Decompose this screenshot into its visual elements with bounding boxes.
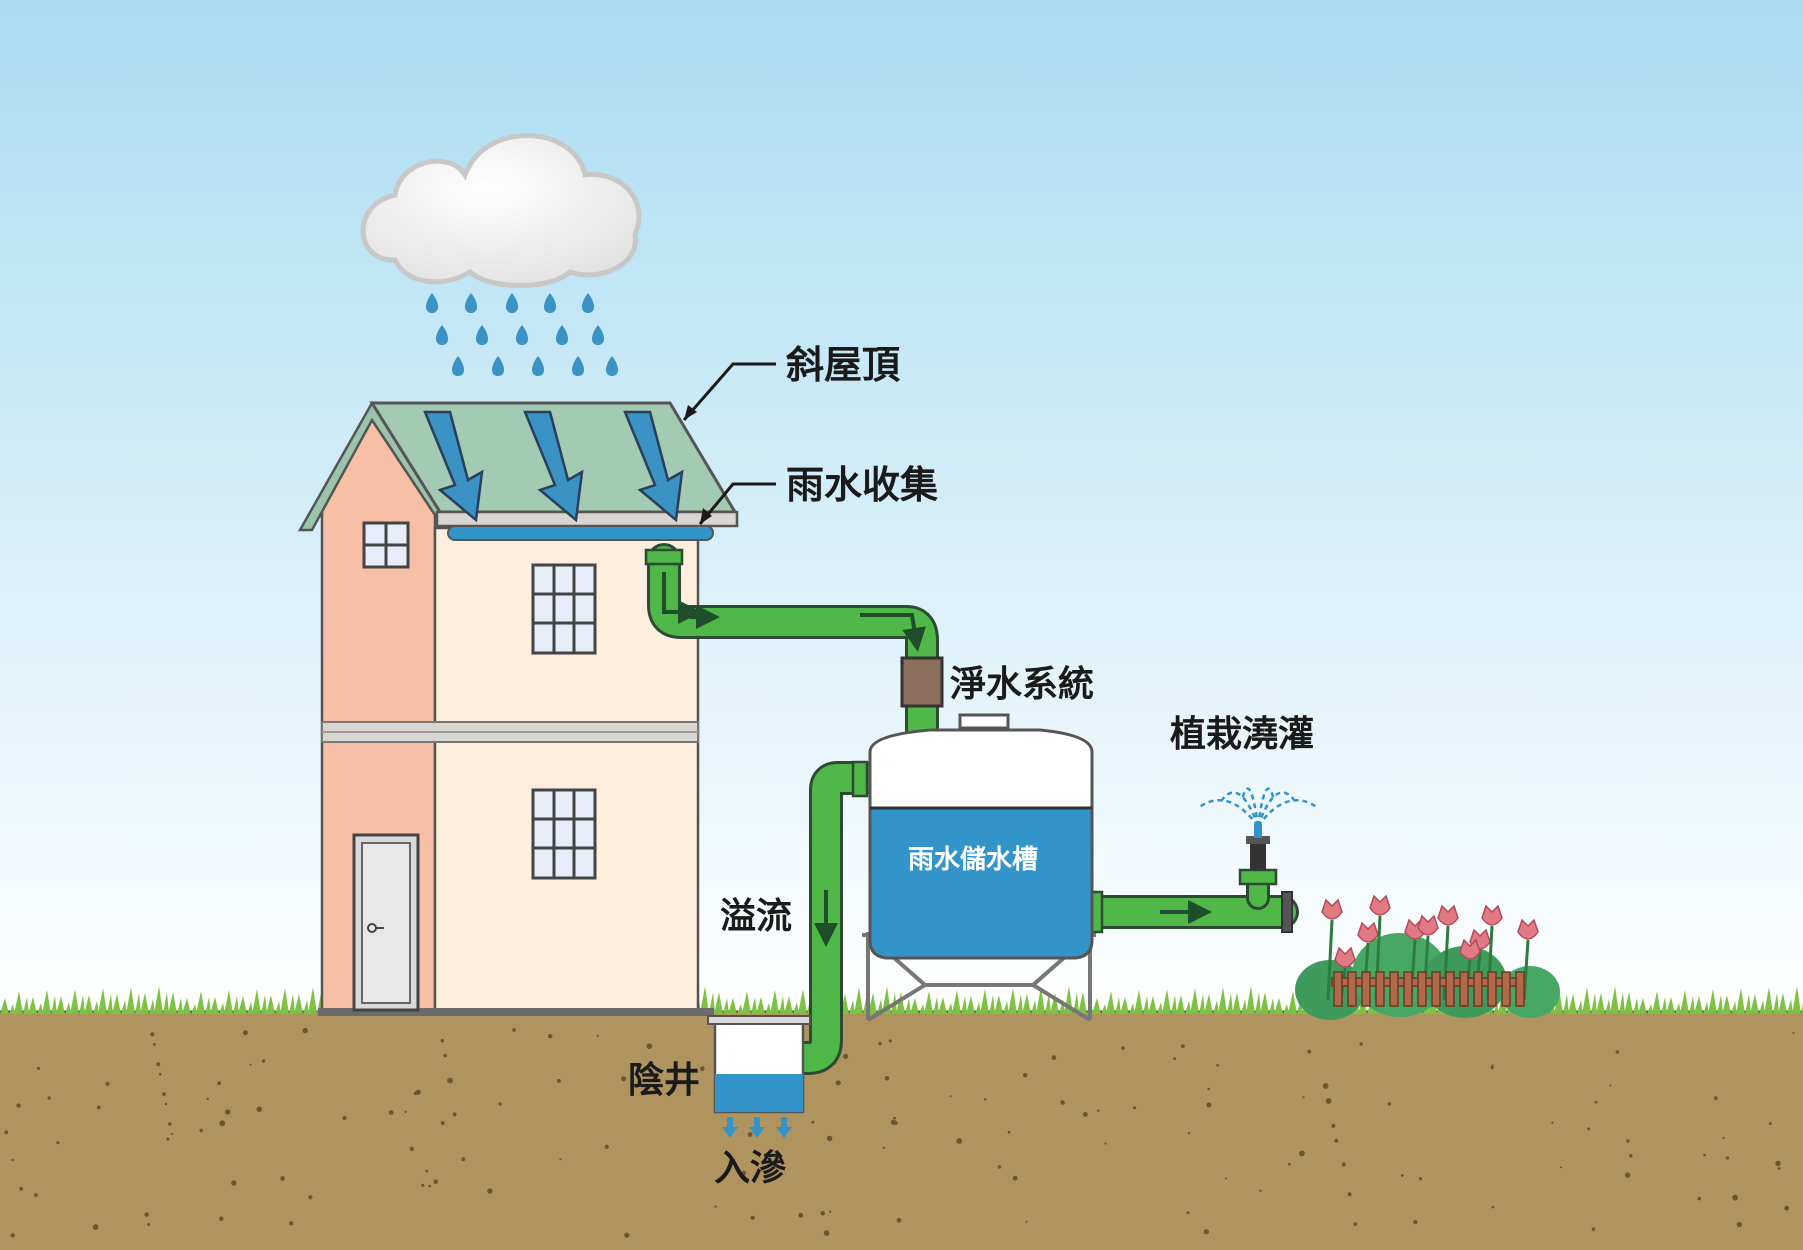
raindrop-icon	[556, 325, 568, 345]
door	[352, 833, 420, 1012]
raindrop-icon	[592, 325, 604, 345]
raindrop-icon	[572, 356, 584, 376]
raindrop-icon	[506, 293, 518, 313]
label-irrigation: 植栽澆灌	[1170, 714, 1314, 755]
leader-lines	[682, 362, 776, 525]
raindrop-icon	[516, 325, 528, 345]
raindrop-icon	[492, 356, 504, 376]
raindrop-icon	[544, 293, 556, 313]
infiltration-well	[707, 1015, 811, 1114]
sprinkler-spray	[1197, 787, 1319, 827]
soil	[0, 1012, 1803, 1250]
label-overflow: 溢流	[720, 896, 792, 937]
label-roof: 斜屋頂	[786, 343, 901, 387]
raindrop-icon	[606, 356, 618, 376]
rainwater-tank	[868, 713, 1094, 960]
raindrop-icon	[452, 356, 464, 376]
label-infiltration: 入滲	[714, 1148, 786, 1189]
raindrop-icon	[582, 293, 594, 313]
filter-unit	[900, 656, 944, 708]
raindrop-icon	[436, 325, 448, 345]
label-well: 陰井	[628, 1060, 700, 1101]
pipe-flow-arrows	[662, 572, 1212, 947]
house	[297, 400, 739, 1016]
sprinkler-icon	[1246, 824, 1270, 870]
raindrop-icon	[476, 325, 488, 345]
raindrop-icon	[532, 356, 544, 376]
roof-flow-arrows	[423, 410, 684, 523]
raindrop-icon	[426, 293, 618, 376]
label-filter: 淨水系統	[950, 664, 1094, 705]
raindrop-icon	[465, 293, 477, 313]
label-gutter: 雨水收集	[786, 463, 938, 507]
flower-bed-icon	[1295, 894, 1560, 1020]
raindrop-icon	[426, 293, 438, 313]
soil-texture	[4, 1027, 1795, 1238]
window-upper	[531, 563, 597, 655]
window-gable	[362, 521, 410, 569]
cloud-icon	[360, 133, 642, 288]
label-tank: 雨水儲水槽	[908, 845, 1038, 875]
gutter	[447, 525, 714, 541]
infiltration-arrows	[722, 1117, 792, 1138]
window-lower	[531, 788, 597, 880]
